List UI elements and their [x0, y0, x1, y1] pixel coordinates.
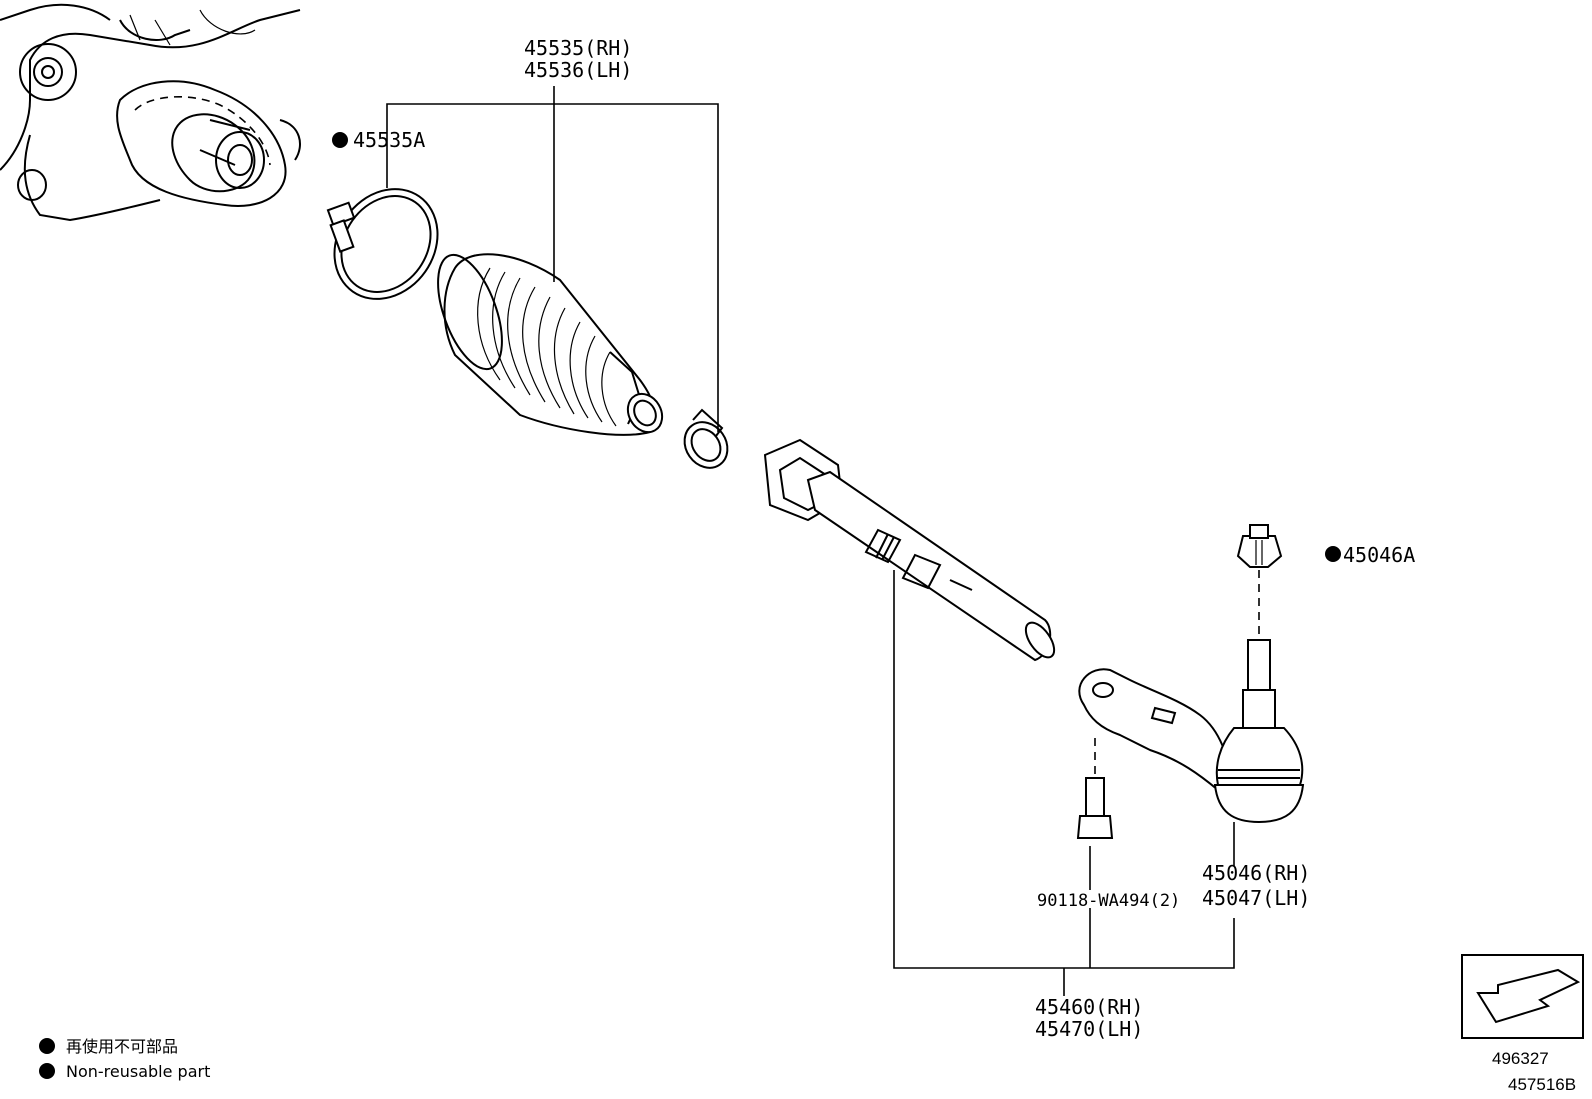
part-label-boot-clamp: 45535A: [353, 128, 425, 152]
arrow-outline-icon: [1476, 968, 1581, 1024]
leader-lines: [386, 86, 1235, 996]
legend-marker-icon: [39, 1063, 55, 1079]
part-label-boot-lh: 45536(LH): [524, 58, 632, 82]
legend-marker-icon: [39, 1038, 55, 1054]
tie-rod-end: [1078, 639, 1305, 824]
tie-rod: [763, 438, 1056, 662]
illustration-number: 496327: [1492, 1049, 1549, 1068]
part-label-tie-rod-lh: 45470(LH): [1035, 1017, 1143, 1041]
legend: 再使用不可部品 Non-reusable part: [39, 1037, 210, 1081]
reference-box: 496327 457516B: [1461, 954, 1584, 1094]
legend-text-en: Non-reusable part: [66, 1062, 210, 1081]
non-reusable-marker-icon: [1325, 546, 1341, 562]
boot-clip-small: [683, 408, 729, 469]
part-label-tie-rod-rh: 45460(RH): [1035, 995, 1143, 1019]
part-label-nut: 45046A: [1343, 543, 1415, 567]
page-number: 457516B: [1508, 1075, 1576, 1094]
part-label-tie-rod-end-lh: 45047(LH): [1202, 886, 1310, 910]
part-label-boot-rh: 45535(RH): [524, 36, 632, 60]
legend-text-jp: 再使用不可部品: [66, 1037, 178, 1056]
bolt: [1076, 777, 1114, 839]
tie-rod-end-nut: [1236, 524, 1283, 568]
boot-clamp-band: [326, 188, 439, 300]
assembly-guide-lines: [1094, 570, 1260, 776]
part-label-bolt: 90118-WA494(2): [1037, 891, 1180, 911]
steering-rack-boot: [437, 253, 664, 436]
steering-gear-housing: [0, 3, 301, 222]
part-label-tie-rod-end-rh: 45046(RH): [1202, 861, 1310, 885]
non-reusable-marker-icon: [332, 132, 348, 148]
